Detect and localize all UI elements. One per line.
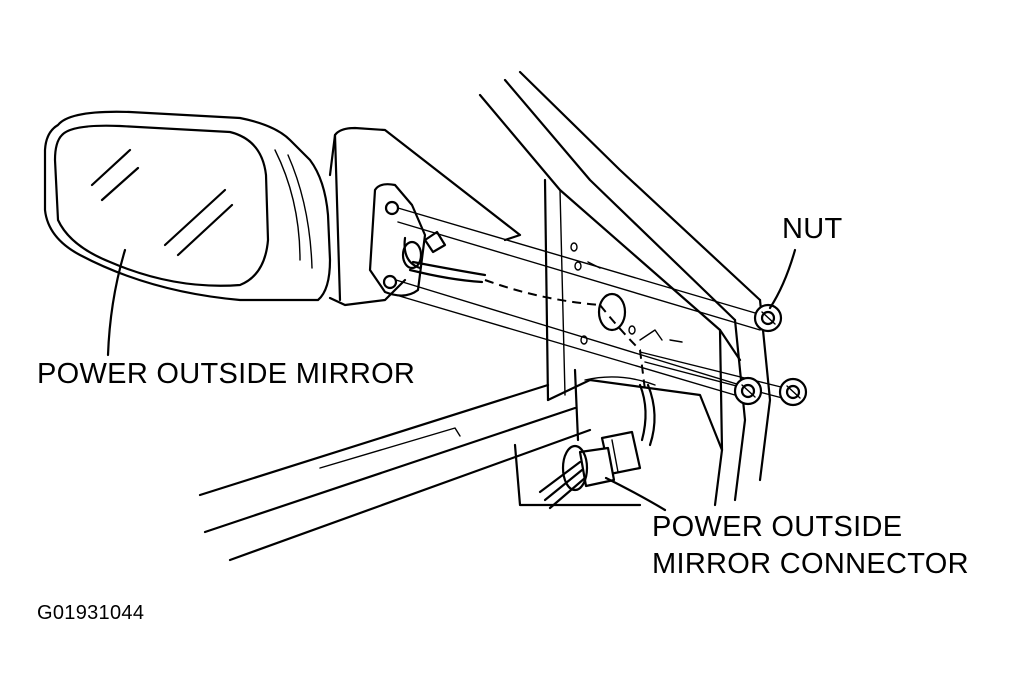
nut-lower-left [733, 376, 763, 406]
alignment-lines [395, 207, 791, 401]
nut-label: NUT [782, 213, 843, 245]
nut-top [753, 303, 783, 333]
door-panel [198, 368, 656, 562]
connector-label-line1: POWER OUTSIDE [652, 511, 903, 543]
door-holes [570, 242, 683, 345]
power-outside-mirror-label: POWER OUTSIDE MIRROR [37, 358, 416, 390]
connector-label-line2: MIRROR CONNECTOR [652, 548, 969, 580]
power-outside-mirror [43, 110, 522, 307]
leader-lines [106, 248, 797, 512]
figure-code: G01931044 [37, 602, 145, 624]
mirror-connector [538, 383, 656, 510]
nut-lower-right [778, 377, 808, 407]
